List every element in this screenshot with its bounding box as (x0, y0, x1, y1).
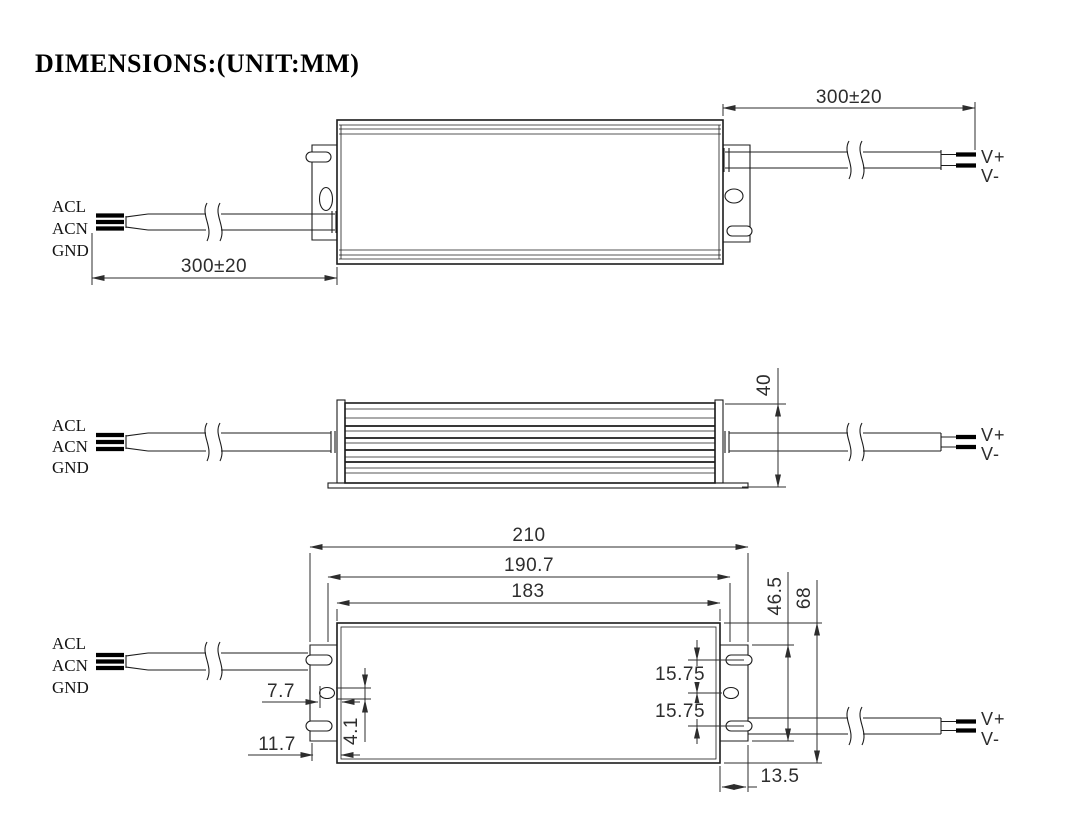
device-body (336, 119, 724, 265)
mounting-slot (305, 151, 332, 163)
mounting-bracket-right (720, 644, 753, 742)
mounting-slot (726, 225, 753, 237)
dimension-label: 300±20 (816, 87, 882, 108)
output-wire-label-vminus: V- (981, 729, 1000, 749)
dimension-label: 4.1 (341, 717, 362, 745)
output-cable: V+ V- (729, 422, 1006, 464)
output-cable: V+ V- (723, 140, 1006, 186)
cable-break-icon (204, 202, 210, 242)
mounting-bracket-left (305, 644, 337, 742)
dimension-label: 7.7 (267, 681, 295, 702)
dimension-label: 46.5 (765, 577, 786, 616)
device-body (336, 622, 721, 764)
dimension-label: 190.7 (504, 555, 554, 576)
input-wire-label-acl: ACL (52, 416, 86, 435)
input-wire-label-gnd: GND (52, 678, 89, 697)
side-view: ACL ACN GND V+ V- 40 (52, 368, 1006, 489)
input-wire-label-gnd: GND (52, 241, 89, 260)
dimension-label: 300±20 (181, 256, 247, 277)
mounting-bracket-left (305, 144, 337, 241)
output-wire-label-vminus: V- (981, 444, 1000, 464)
dimension-label: 13.5 (761, 766, 800, 787)
mounting-slot (305, 720, 333, 732)
input-wire-label-gnd: GND (52, 458, 89, 477)
dimension-body-height: 40 (725, 368, 786, 488)
dimension-body-length: 183 (336, 581, 721, 621)
input-wire-label-acl: ACL (52, 634, 86, 653)
dimension-label: 15.75 (655, 701, 705, 722)
heatsink-fins (345, 408, 715, 474)
cable-break-icon (859, 140, 865, 180)
dimension-slot-span: 46.5 (752, 572, 794, 742)
cable-break-icon (859, 422, 865, 462)
dimension-hole-pitch: 190.7 (327, 555, 731, 642)
dimension-hole-offset: 7.7 (262, 681, 360, 708)
mounting-bracket-right (723, 144, 753, 243)
output-wire-label-vplus: V+ (981, 425, 1006, 445)
input-cable: ACL ACN GND (52, 197, 337, 260)
bottom-view: ACL ACN GND V+ V- 210 (52, 525, 1006, 792)
dimension-bracket-width: 13.5 (719, 745, 800, 792)
dimension-label: 68 (794, 587, 815, 609)
dimension-label: 210 (512, 525, 545, 546)
input-wire-label-acn: ACN (52, 656, 88, 675)
output-cable: V+ V- (748, 706, 1006, 749)
cable-break-icon (217, 202, 223, 242)
top-view: ACL ACN GND 300±20 V+ V- (52, 87, 1006, 285)
dimension-bracket-inset: 11.7 (248, 734, 360, 761)
cable-break-icon (204, 422, 210, 462)
cable-break-icon (217, 641, 223, 681)
dimension-slot-width: 4.1 (336, 668, 371, 745)
output-wire-label-vplus: V+ (981, 709, 1006, 729)
input-cable: ACL ACN GND (52, 634, 308, 697)
mounting-hole (722, 686, 740, 700)
input-wire-label-acn: ACN (52, 219, 88, 238)
cable-break-icon (204, 641, 210, 681)
mounting-hole (724, 188, 744, 204)
cable-break-icon (846, 140, 852, 180)
mounting-flange (327, 482, 749, 489)
device-body (327, 399, 749, 489)
mounting-hole (318, 186, 334, 212)
dimension-overall-length: 210 (309, 525, 749, 642)
dimension-output-cable-length: 300±20 (722, 87, 976, 150)
mounting-hole (318, 686, 336, 700)
mounting-slot (305, 654, 333, 666)
input-wire-label-acl: ACL (52, 197, 86, 216)
dimension-slot-pitch: 15.75 15.75 (655, 640, 744, 744)
dimension-label: 40 (754, 374, 775, 396)
output-wire-label-vplus: V+ (981, 147, 1006, 167)
dimension-label: 15.75 (655, 664, 705, 685)
output-wire-label-vminus: V- (981, 166, 1000, 186)
page-title: DIMENSIONS:(UNIT:MM) (35, 49, 359, 78)
input-cable: ACL ACN GND (52, 416, 331, 477)
dimension-input-cable-length: 300±20 (91, 233, 338, 285)
dimension-body-width: 68 (724, 580, 822, 764)
dimension-label: 11.7 (258, 734, 296, 755)
cable-break-icon (859, 706, 865, 746)
cable-break-icon (217, 422, 223, 462)
dimension-label: 183 (511, 581, 544, 602)
cable-break-icon (846, 422, 852, 462)
input-wire-label-acn: ACN (52, 437, 88, 456)
cable-break-icon (846, 706, 852, 746)
